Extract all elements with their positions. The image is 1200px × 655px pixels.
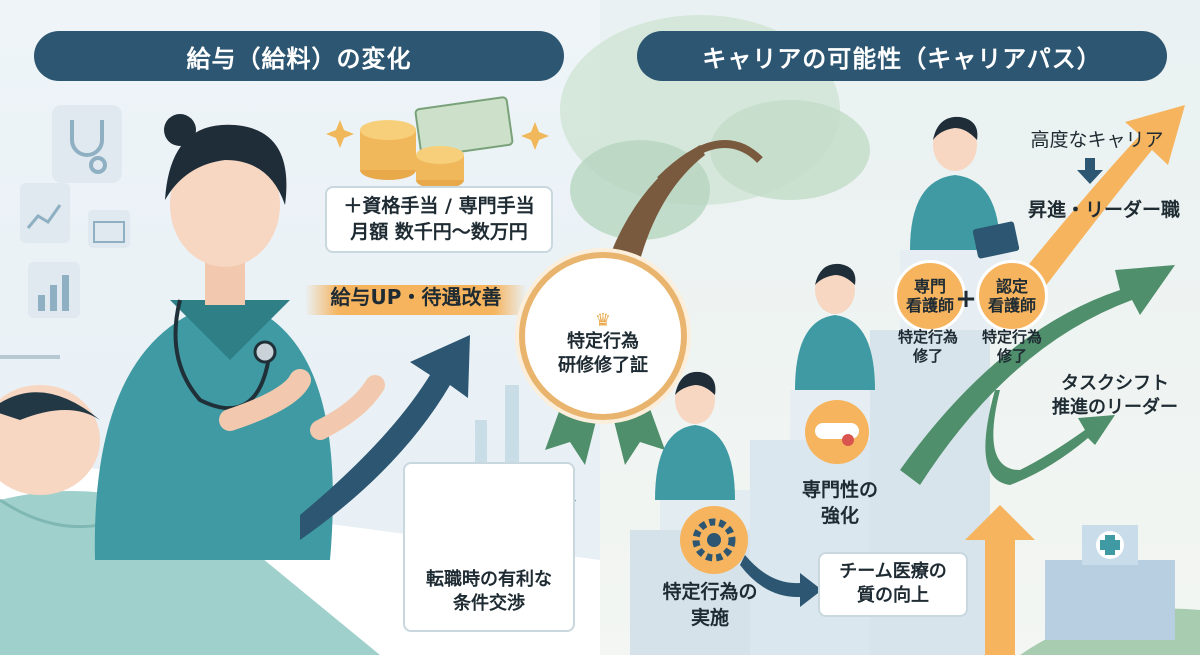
clipboard-chart-icon: [20, 183, 70, 243]
nurse-illustration-step1: [655, 371, 735, 500]
plus-sign: +: [955, 284, 977, 314]
team-care-line1: チーム医療の: [839, 561, 947, 582]
nurse-illustration-left: [94, 114, 385, 560]
negotiation-line1: 転職時の有利な: [426, 569, 552, 590]
specialty-line2: 強化: [820, 504, 859, 527]
allowance-line1: ＋資格手当 / 専門手当: [343, 195, 535, 217]
specified-acts-label: 特定行為の 実施: [645, 580, 775, 631]
gear-icon: [680, 506, 748, 574]
specialty-line1: 専門性の: [801, 479, 878, 501]
allowance-box: ＋資格手当 / 専門手当 月額 数千円〜数万円: [325, 186, 553, 254]
cn-badge: 認定看護師: [976, 260, 1048, 332]
task-shift-line1: タスクシフト: [1061, 373, 1169, 394]
negotiation-line2: 条件交渉: [453, 593, 525, 615]
medal-line1: 特定行為: [567, 330, 639, 352]
cn-line1: 認定: [995, 276, 1028, 296]
cn-note-line1: 特定行為: [981, 328, 1042, 346]
diploma-icon: [805, 400, 869, 464]
tree-illustration: [560, 15, 870, 260]
specialty-label: 専門性の 強化: [790, 478, 890, 529]
bar-chart-icon: [28, 262, 80, 318]
allowance-line2: 月額 数千円〜数万円: [350, 220, 528, 243]
calendar-icon: [88, 210, 130, 248]
cn-note: 特定行為 修了: [968, 328, 1056, 366]
cns-line2: 看護師: [905, 296, 954, 315]
growth-arrow-left: [300, 335, 519, 540]
cn-line2: 看護師: [987, 296, 1036, 315]
coins-and-bills-icon: [326, 96, 549, 189]
negotiation-box: 転職時の有利な 条件交渉: [403, 462, 575, 632]
green-career-arrow: [900, 265, 1175, 485]
task-shift-label: タスクシフト 推進のリーダー: [1040, 372, 1190, 421]
cns-note-line1: 特定行為: [897, 328, 958, 346]
blue-down-arrow: [1077, 158, 1103, 184]
cns-note-line2: 修了: [912, 346, 943, 365]
specified-acts-line1: 特定行為の: [662, 581, 758, 603]
salary-up-label: 給与UP・待遇改善: [330, 285, 502, 309]
stethoscope-icon: [52, 105, 122, 183]
promotion-label: 昇進・リーダー職: [1027, 199, 1180, 221]
hospital-icon: [1020, 525, 1200, 655]
crown-icon: ♛: [594, 309, 612, 331]
team-care-line2: 質の向上: [857, 585, 929, 607]
advanced-career-label: 高度なキャリア: [1030, 129, 1164, 151]
team-arrow: [740, 555, 822, 607]
team-care-box: チーム医療の 質の向上: [818, 552, 968, 617]
specified-acts-line2: 実施: [690, 606, 729, 629]
medal-line2: 研修修了証: [558, 355, 648, 376]
salary-up-highlight: [305, 285, 527, 315]
cns-note: 特定行為 修了: [884, 328, 972, 366]
salary-header: 給与（給料）の変化: [34, 31, 564, 81]
certificate-medal: ♛ 特定行為 研修修了証: [519, 252, 687, 420]
nurse-illustration-step2: [795, 263, 875, 390]
orange-career-arrow: [965, 105, 1185, 655]
cn-note-line2: 修了: [996, 346, 1027, 365]
nurse-illustration-top: [910, 116, 1020, 259]
task-shift-line2: 推進のリーダー: [1052, 397, 1178, 419]
cns-badge: 専門看護師: [894, 260, 966, 332]
career-header: キャリアの可能性（キャリアパス）: [637, 31, 1167, 81]
cns-line1: 専門: [913, 276, 946, 296]
